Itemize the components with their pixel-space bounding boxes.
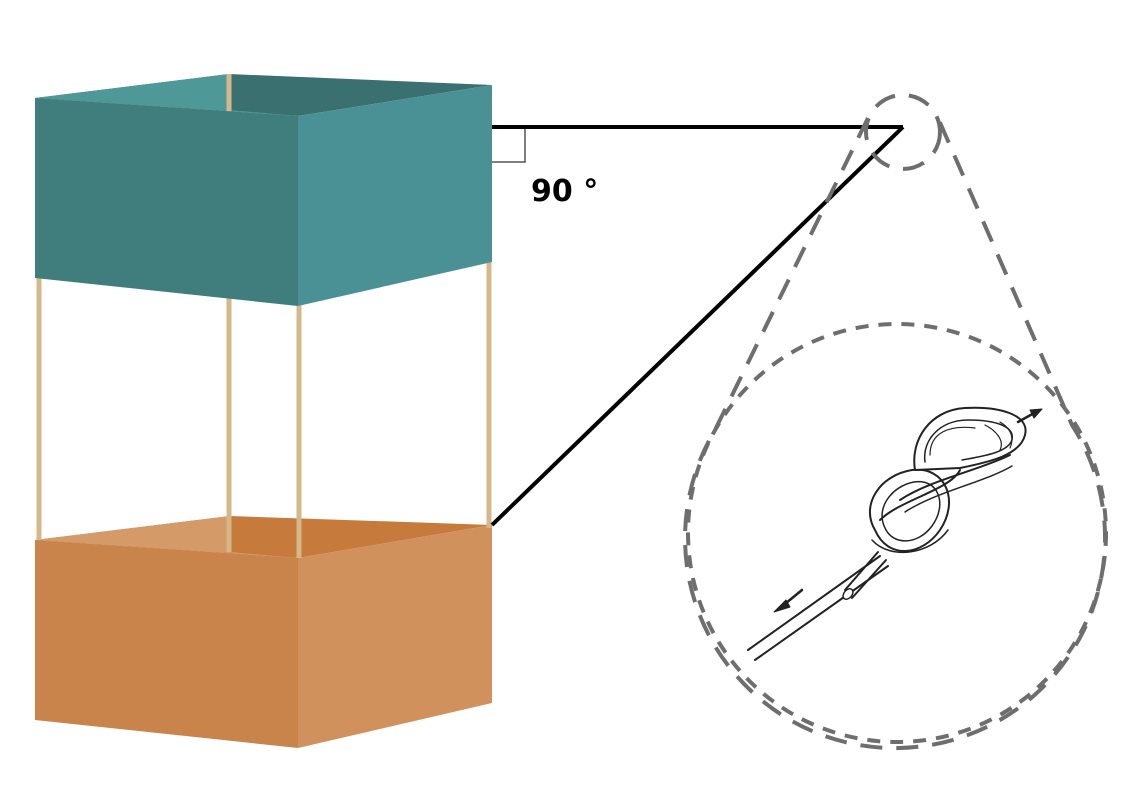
callout-circle <box>686 322 1108 744</box>
callout-outline <box>683 117 1108 751</box>
figure-eight-knot-icon <box>747 406 1043 661</box>
right-angle-marker <box>492 129 526 163</box>
top-box <box>35 74 492 306</box>
top-box-side <box>298 85 492 306</box>
zoom-callout <box>683 93 1108 751</box>
bridle-lines <box>490 125 905 527</box>
bottom-box <box>35 516 492 748</box>
top-box-front <box>35 98 298 306</box>
angle-label: 90 ° <box>531 174 598 209</box>
attachment-point-circle <box>864 93 942 171</box>
right-angle-square <box>492 129 526 163</box>
bottom-box-rim-left <box>35 516 298 558</box>
bottom-box-side <box>298 525 492 748</box>
bridle-line-bottom <box>490 125 905 527</box>
top-box-rim <box>35 74 298 116</box>
bottom-box-front <box>35 540 298 748</box>
callout-inner-circle <box>686 322 1108 744</box>
